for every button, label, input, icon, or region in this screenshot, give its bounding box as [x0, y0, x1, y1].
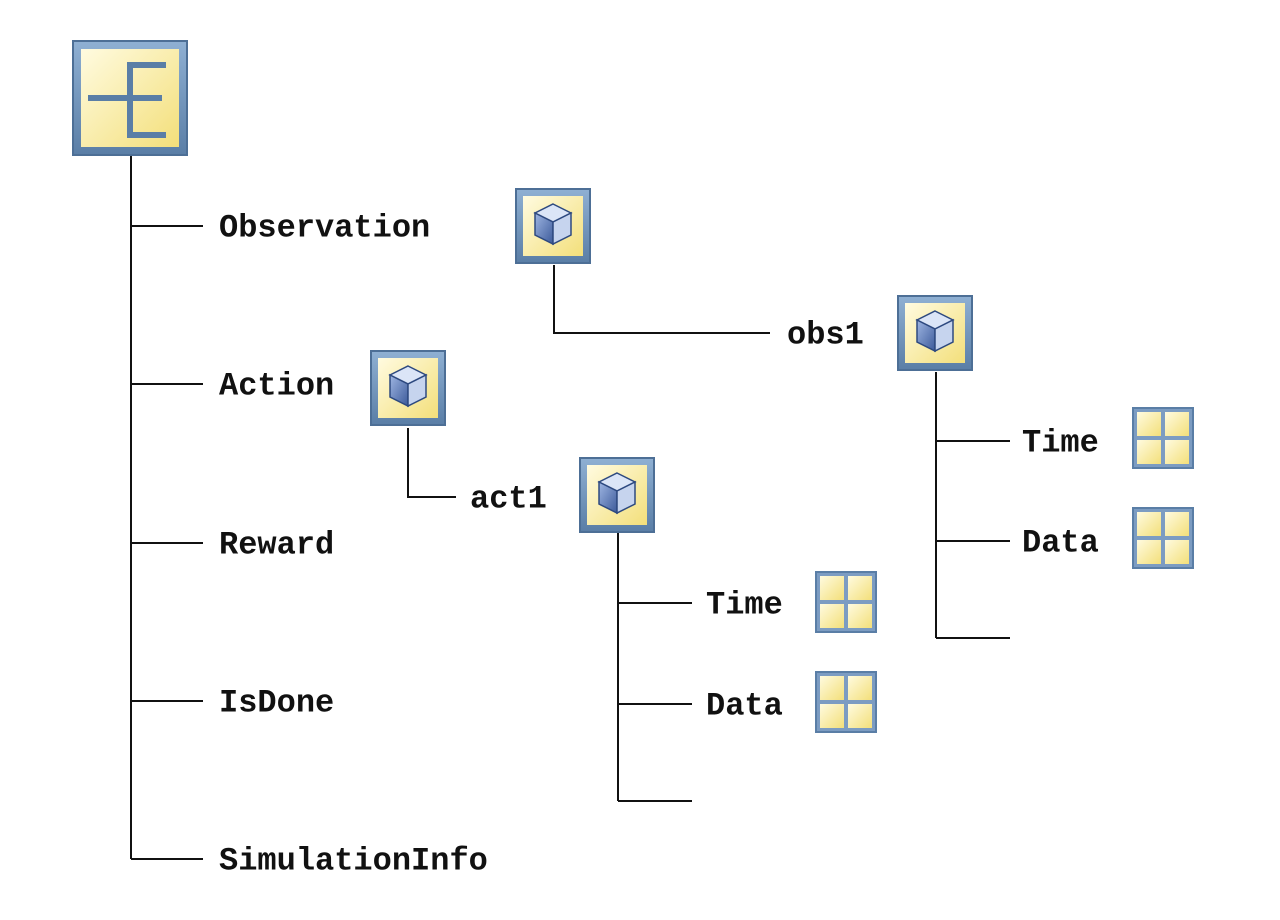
connector-lines [130, 156, 1010, 860]
obs1-bus-cube-icon[interactable] [897, 295, 973, 371]
obs1-time-signal-grid-icon[interactable] [1132, 407, 1194, 469]
act1-bus-cube-icon[interactable] [579, 457, 655, 533]
observation-bus-cube-icon[interactable] [515, 188, 591, 264]
label-obs1-time[interactable]: Time [1022, 424, 1099, 461]
label-obs1-data[interactable]: Data [1022, 524, 1099, 561]
label-reward[interactable]: Reward [219, 526, 334, 563]
label-isdone[interactable]: IsDone [219, 684, 334, 721]
label-act1-time[interactable]: Time [706, 586, 783, 623]
label-act1-data[interactable]: Data [706, 687, 783, 724]
label-simulationinfo[interactable]: SimulationInfo [219, 842, 488, 879]
label-act1[interactable]: act1 [470, 480, 547, 517]
action-bus-cube-icon[interactable] [370, 350, 446, 426]
label-action[interactable]: Action [219, 367, 334, 404]
act1-data-signal-grid-icon[interactable] [815, 671, 877, 733]
label-observation[interactable]: Observation [219, 209, 430, 246]
bus-root-icon[interactable] [73, 41, 187, 155]
act1-time-signal-grid-icon[interactable] [815, 571, 877, 633]
obs1-data-signal-grid-icon[interactable] [1132, 507, 1194, 569]
label-obs1[interactable]: obs1 [787, 316, 864, 353]
